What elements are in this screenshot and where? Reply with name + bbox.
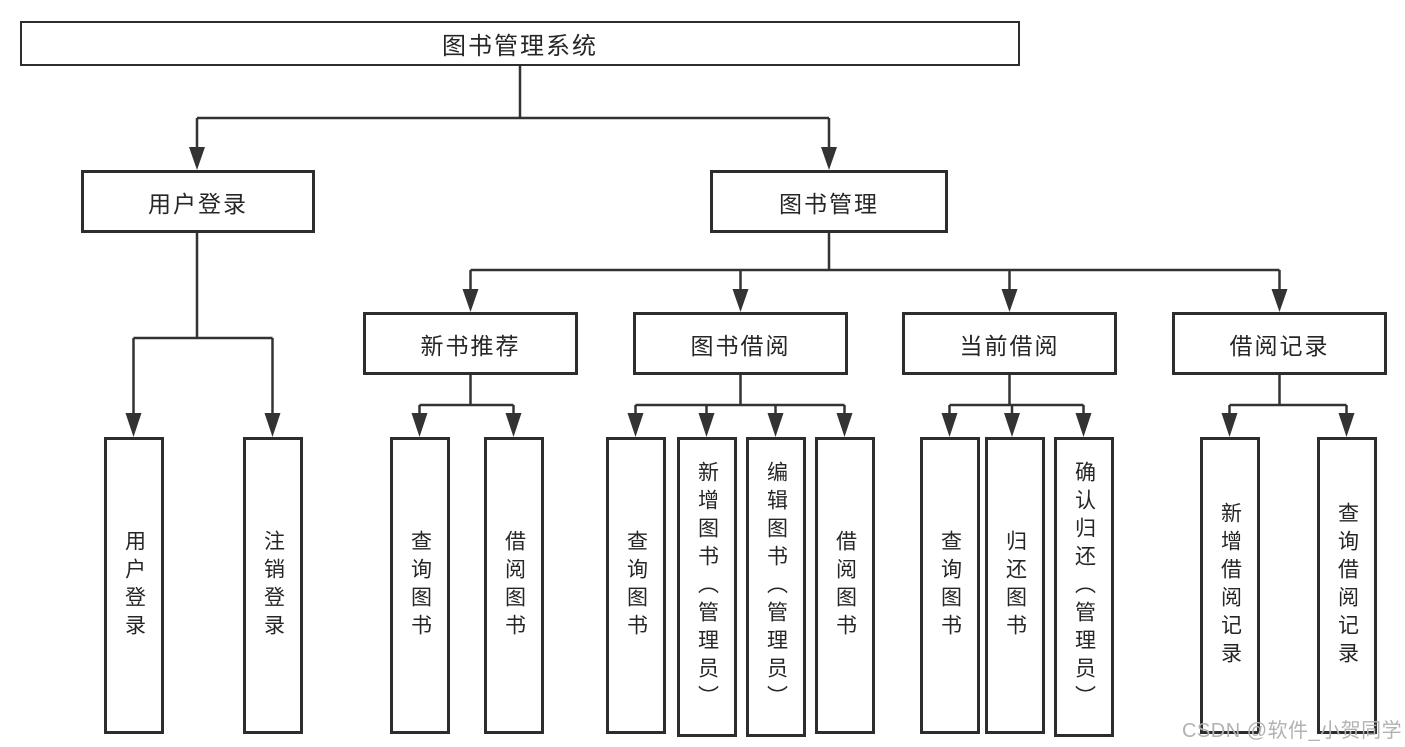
leaf-borrow-books-borrow: 借阅图书 [815,437,875,734]
leaf-borrow-books-recommend: 借阅图书 [484,437,544,734]
leaf-logout-login: 注销登录 [243,437,303,734]
leaf-confirm-return-admin: 确认归还（管理员） [1054,437,1114,737]
watermark: CSDN @软件_小贺同学 [1182,720,1403,742]
node-new-book-recommend-label: 新书推荐 [420,332,521,359]
leaf-query-books-recommend-label: 查询图书 [408,529,432,642]
node-user-login-label: 用户登录 [148,190,248,217]
node-new-book-recommend: 新书推荐 [363,312,578,375]
leaf-borrow-books-recommend-label: 借阅图书 [502,529,526,642]
node-book-borrow: 图书借阅 [633,312,848,375]
leaf-user-login-label: 用户登录 [122,529,146,642]
node-current-borrow-label: 当前借阅 [959,332,1060,359]
leaf-query-borrow-record: 查询借阅记录 [1317,437,1377,734]
leaf-add-book-admin: 新增图书（管理员） [677,437,737,737]
leaf-add-borrow-record-label: 新增借阅记录 [1218,501,1242,670]
leaf-borrow-books-borrow-label: 借阅图书 [833,529,857,642]
leaf-query-books-current-label: 查询图书 [938,529,962,642]
node-user-login: 用户登录 [81,170,315,233]
leaf-confirm-return-admin-label: 确认归还（管理员） [1072,461,1096,713]
leaf-query-borrow-record-label: 查询借阅记录 [1335,501,1359,670]
node-root-library-system: 图书管理系统 [20,21,1020,66]
node-book-management: 图书管理 [710,170,948,233]
node-root-label: 图书管理系统 [442,33,598,60]
connector-arrowheads [125,147,1355,437]
node-borrow-records: 借阅记录 [1172,312,1387,375]
leaf-edit-book-admin-label: 编辑图书（管理员） [764,461,788,713]
node-borrow-records-label: 借阅记录 [1229,332,1330,359]
leaf-query-books-recommend: 查询图书 [390,437,450,734]
node-book-management-label: 图书管理 [779,190,879,217]
leaf-return-book: 归还图书 [985,437,1045,734]
leaf-add-book-admin-label: 新增图书（管理员） [695,461,719,713]
node-book-borrow-label: 图书借阅 [690,332,791,359]
leaf-add-borrow-record: 新增借阅记录 [1200,437,1260,734]
leaf-query-books-borrow-label: 查询图书 [624,529,648,642]
leaf-query-books-borrow: 查询图书 [606,437,666,734]
node-current-borrow: 当前借阅 [902,312,1117,375]
leaf-user-login: 用户登录 [104,437,164,734]
leaf-edit-book-admin: 编辑图书（管理员） [746,437,806,737]
leaf-logout-login-label: 注销登录 [261,529,285,642]
leaf-return-book-label: 归还图书 [1003,529,1027,642]
leaf-query-books-current: 查询图书 [920,437,980,734]
